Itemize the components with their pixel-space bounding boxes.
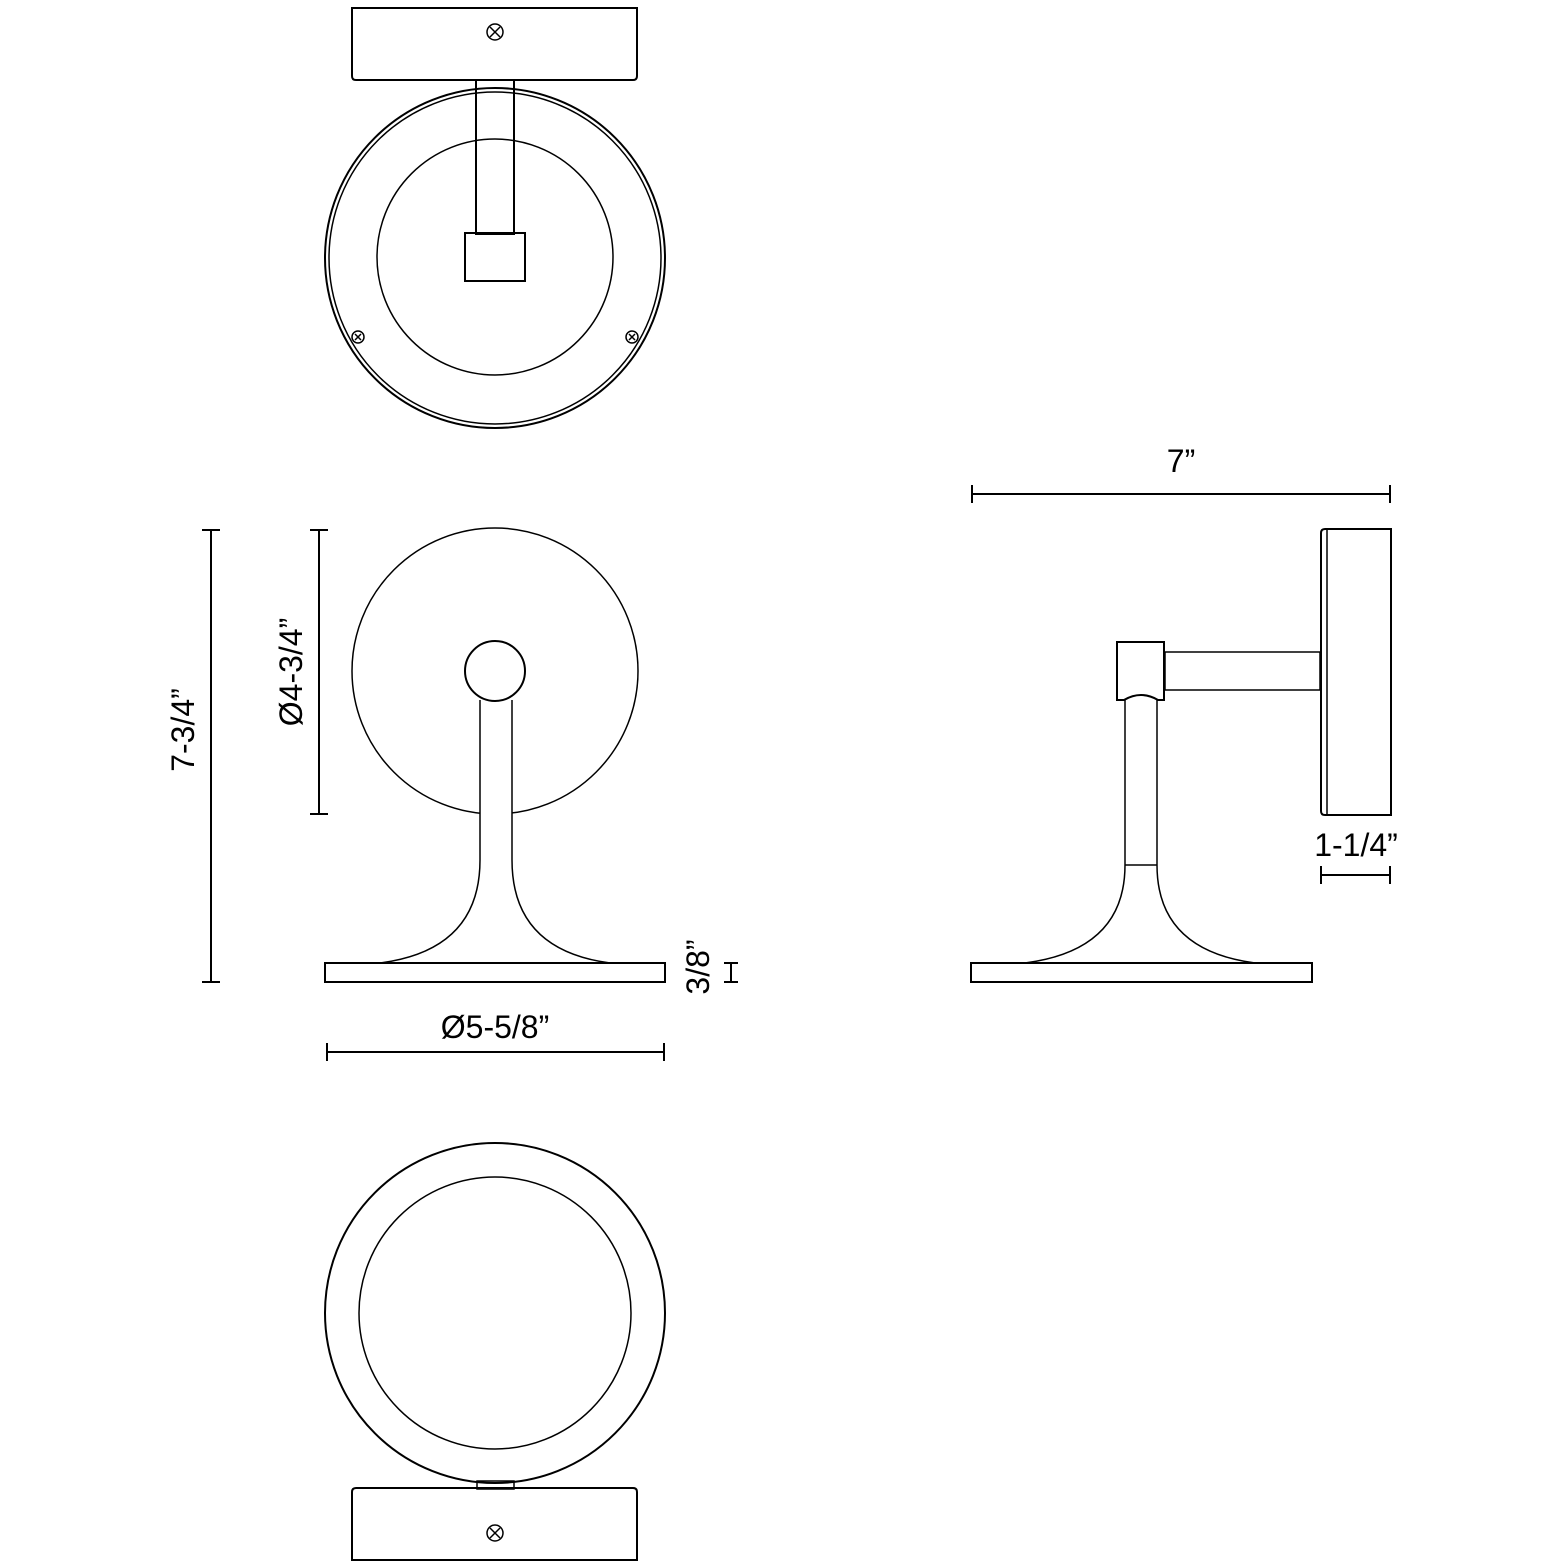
side-knuckle bbox=[1116, 641, 1165, 701]
screw-icon bbox=[351, 330, 365, 344]
dim-backplate-depth: 1-1/4” bbox=[1314, 827, 1398, 884]
side-arm bbox=[1164, 651, 1321, 691]
front-stem-right bbox=[511, 700, 611, 964]
dim-base-thickness-label: 3/8” bbox=[680, 939, 716, 994]
top-inner-disk bbox=[376, 138, 614, 376]
screw-icon bbox=[486, 23, 504, 41]
top-outer-ring bbox=[324, 87, 666, 429]
dim-extension: 7” bbox=[971, 443, 1391, 503]
front-view: 7-3/4” Ø4-3/4” Ø5-5/8” 3/8” bbox=[165, 527, 738, 1061]
bottom-view bbox=[324, 1142, 666, 1561]
dim-backplate-diameter: Ø4-3/4” bbox=[273, 529, 328, 815]
dim-base-thickness: 3/8” bbox=[680, 939, 738, 995]
dim-overall-height-label: 7-3/4” bbox=[165, 688, 201, 772]
top-mounting-plate bbox=[351, 7, 638, 81]
dim-base-diameter-label: Ø5-5/8” bbox=[441, 1009, 549, 1045]
dim-overall-height: 7-3/4” bbox=[165, 529, 220, 983]
dim-backplate-diameter-label: Ø4-3/4” bbox=[273, 618, 309, 726]
front-stem-left bbox=[379, 700, 481, 964]
top-outer-ring-inner-edge bbox=[328, 91, 662, 425]
dim-backplate-depth-label: 1-1/4” bbox=[1314, 827, 1398, 863]
dim-base-diameter: Ø5-5/8” bbox=[326, 1009, 665, 1061]
bottom-inner-disk bbox=[358, 1176, 632, 1450]
side-stem-right bbox=[1156, 700, 1256, 964]
side-view: 7” 1-1/4” bbox=[970, 443, 1398, 983]
side-backplate bbox=[1320, 528, 1392, 816]
top-arm bbox=[475, 79, 515, 235]
side-stem-left bbox=[1024, 700, 1126, 964]
dim-extension-label: 7” bbox=[1167, 443, 1195, 479]
screw-icon bbox=[625, 330, 639, 344]
front-knob bbox=[464, 640, 526, 702]
top-knuckle bbox=[464, 232, 526, 282]
side-base bbox=[970, 962, 1313, 983]
front-base bbox=[324, 962, 666, 983]
bottom-outer-ring bbox=[324, 1142, 666, 1484]
screw-icon bbox=[486, 1524, 504, 1542]
bottom-mounting-plate bbox=[351, 1487, 638, 1561]
top-view bbox=[324, 7, 666, 429]
